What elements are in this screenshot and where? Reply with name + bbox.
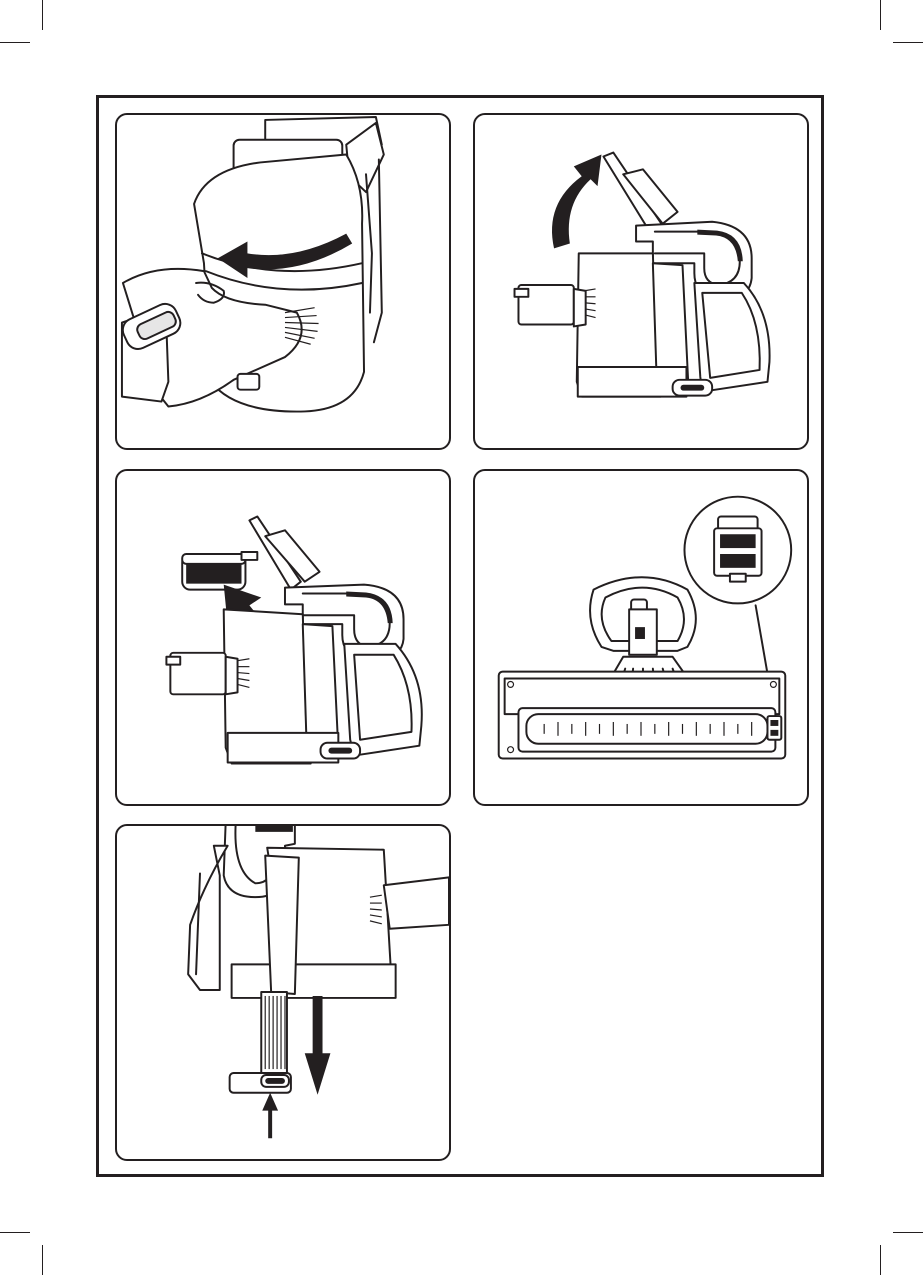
down-arrow-icon [305,996,331,1095]
crop-mark-bottom-left-v [42,1245,43,1275]
crop-mark-top-left-v [42,0,43,30]
curved-up-arrow-icon [552,155,601,249]
filter-removal-illustration [117,471,449,804]
crop-mark-top-right-h [893,42,923,43]
dust-container-illustration [117,115,449,448]
step-1-panel [115,113,451,450]
step-2-panel [473,113,809,450]
crop-mark-bottom-right-h [893,1232,923,1233]
filter-pull-down-illustration [117,826,449,1159]
step-3-panel [115,469,451,806]
lid-open-illustration [475,115,807,448]
step-5-panel [115,824,451,1161]
crop-mark-top-right-v [880,0,881,30]
up-arrow-icon [262,1093,278,1138]
crop-mark-top-left-h [0,42,30,43]
crop-mark-bottom-left-h [0,1232,30,1233]
floor-brush-illustration [475,471,807,804]
crop-mark-bottom-right-v [880,1245,881,1275]
step-4-panel [473,469,809,806]
